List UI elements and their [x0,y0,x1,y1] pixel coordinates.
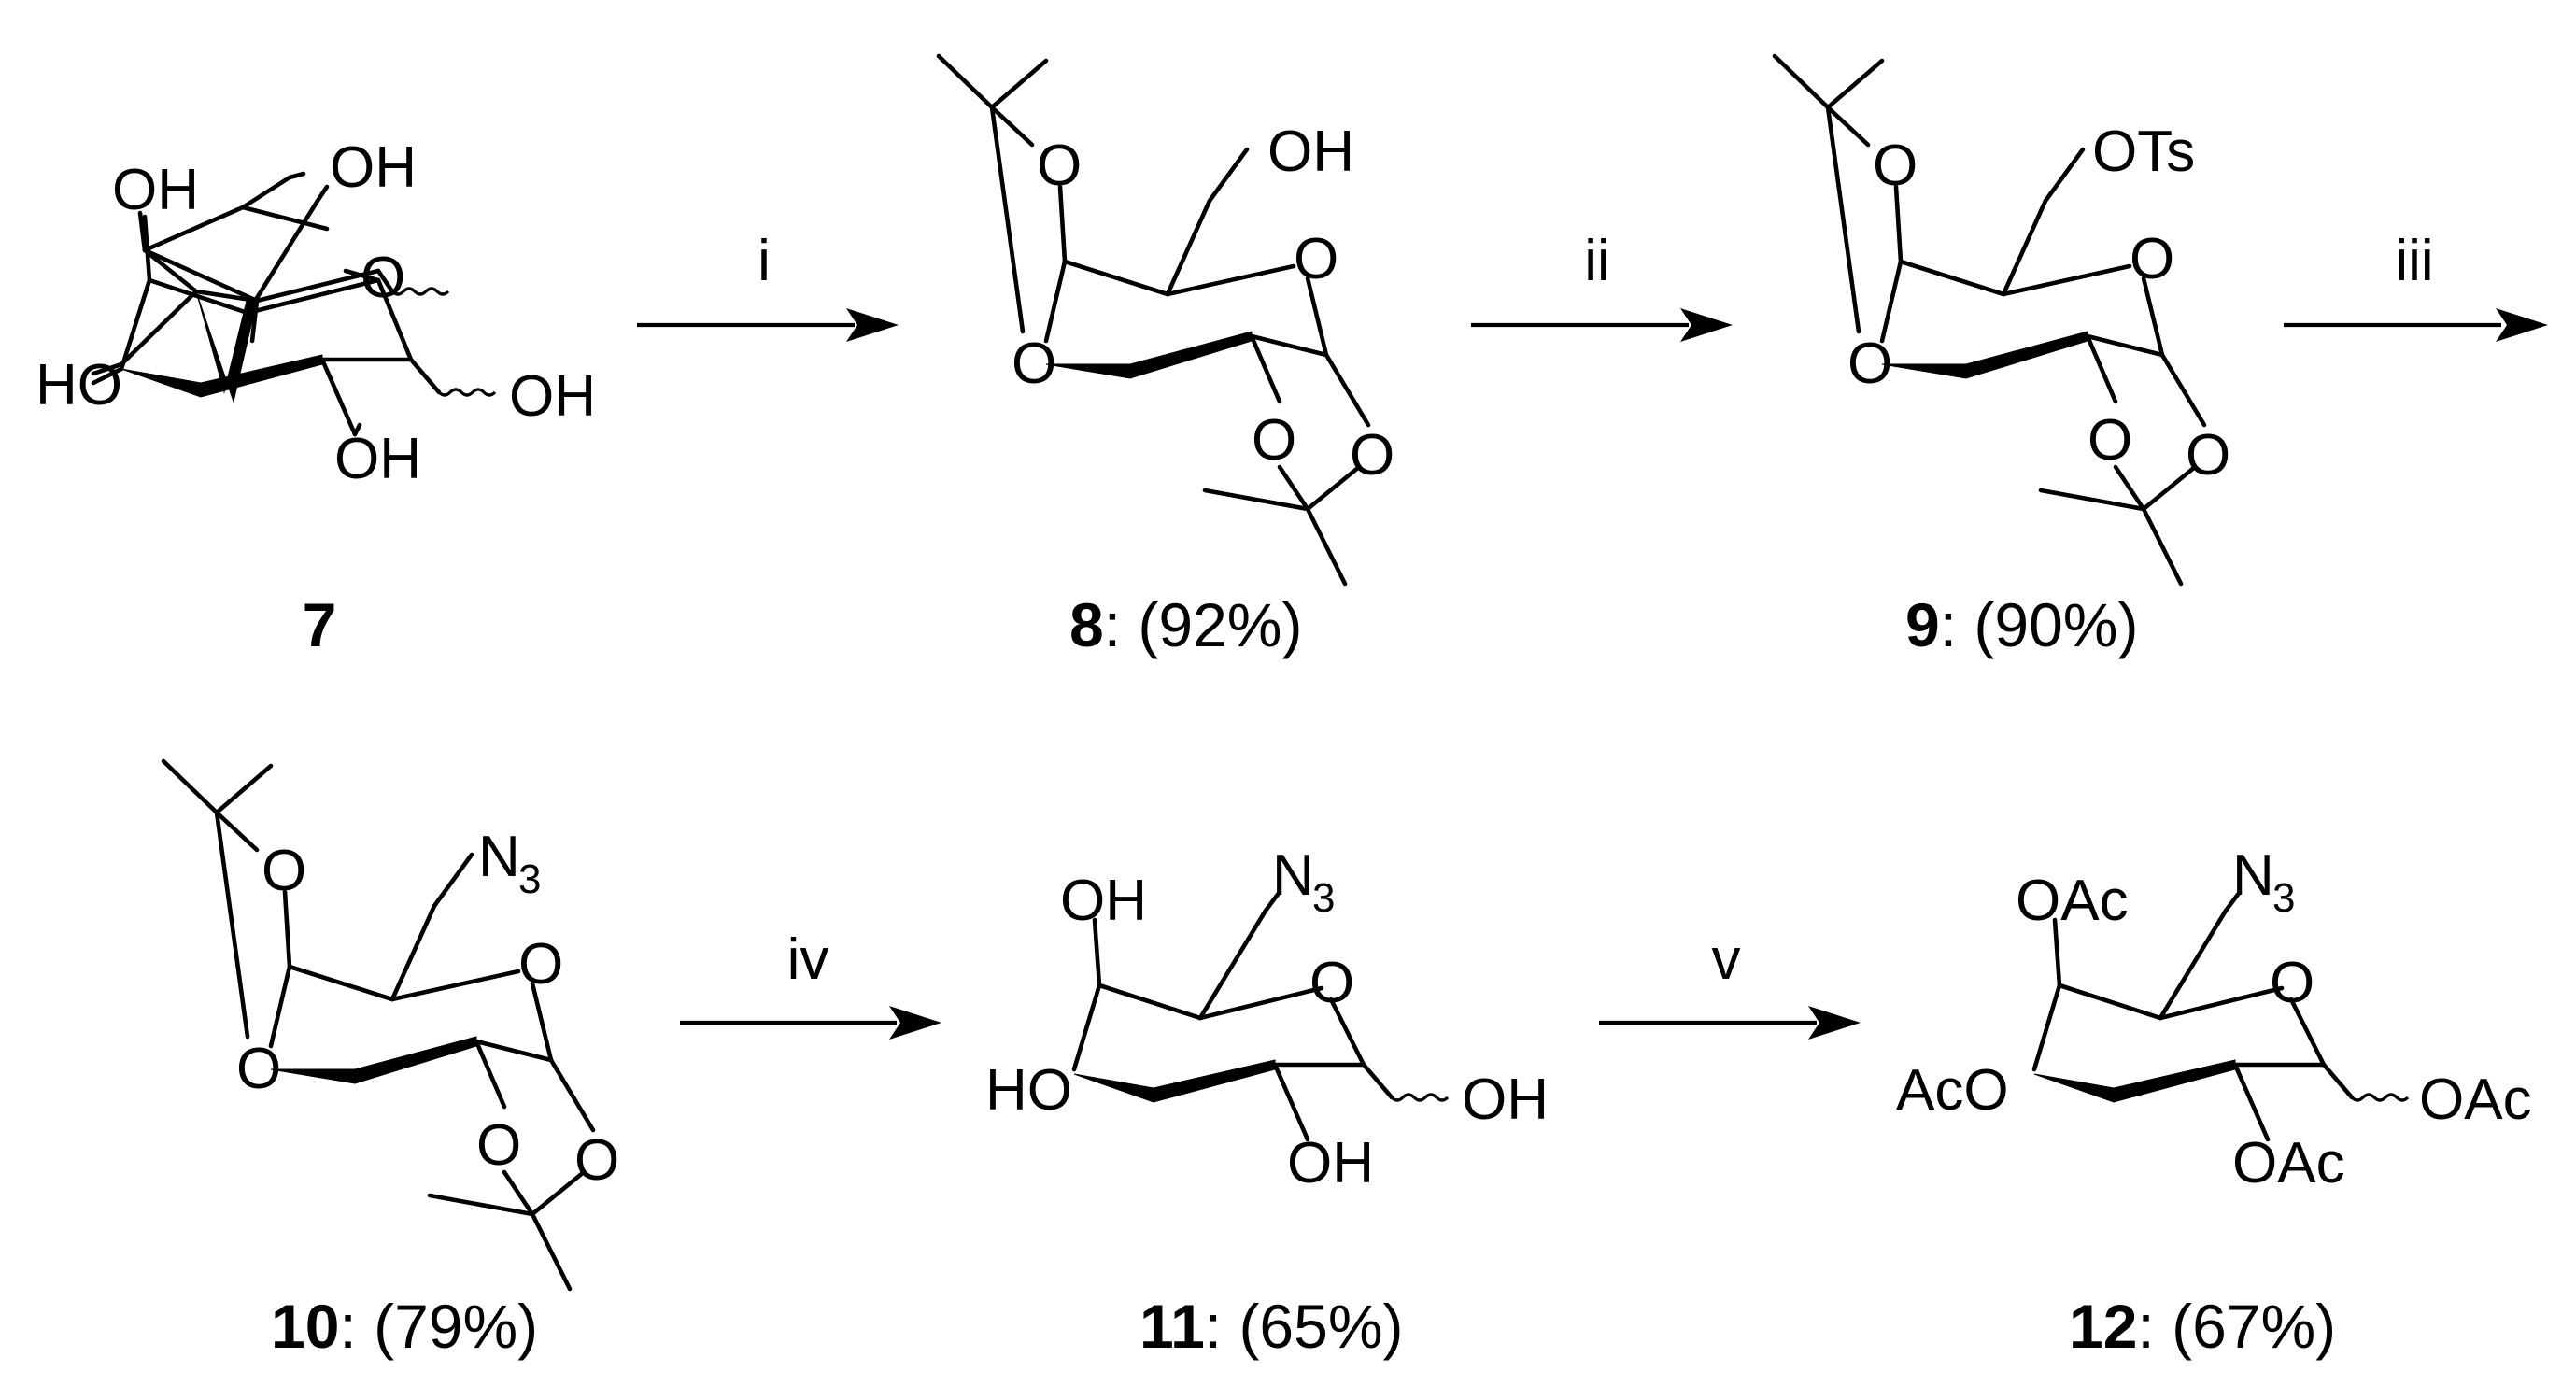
caption-compound-9: 9: (90%) [1905,590,2138,659]
reaction-arrow-iv: iv [680,927,941,1040]
atom-label: AcO [1896,1058,2009,1123]
atom-label: OH [330,135,417,200]
compound-number: 9 [1905,590,1940,659]
atom-label: O [236,1037,281,1101]
compound-yield: : (92%) [1104,590,1303,659]
caption-compound-10: 10: (79%) [271,1292,538,1361]
compound-9-labels: OTs O O O O O [1847,120,2230,488]
atom-label: 3 [1312,875,1335,921]
caption-compound-8: 8: (92%) [1069,590,1302,659]
atom-label: 3 [518,856,541,902]
wavy-bond [390,287,450,296]
atom-label: O [1037,134,1082,198]
atom-label: HO [985,1058,1072,1123]
caption-compound-12: 12: (67%) [2069,1292,2336,1361]
atom-label: O [2186,423,2230,488]
compound-8: OH O O O O O [936,53,1394,587]
atom-label: OH [1287,1131,1374,1195]
compound-yield: : (65%) [1205,1292,1404,1361]
compound-10: N 3 O O O O O [161,758,619,1292]
compound-11-labels: OH N 3 O HO OH OH [985,843,1549,1195]
atom-label: O [1847,332,1892,396]
reagent-label-ii: ii [1584,229,1610,293]
atom-label: O [1873,134,1918,198]
reagent-label-iii: iii [2395,229,2433,293]
compound-9-skeleton [1772,53,2207,587]
atom-label: OH [1462,1068,1549,1132]
atom-label: O [1252,408,1296,473]
compound-yield: : (79%) [339,1292,538,1361]
compound-number: 7 [303,590,337,659]
compound-11-skeleton [1071,889,1450,1142]
compound-yield: : (67%) [2137,1292,2336,1361]
atom-label: OAc [2419,1068,2532,1132]
atom-label: N [2232,843,2274,908]
atom-label: O [574,1128,619,1193]
atom-label: OH [334,427,421,491]
atom-label: OH [112,158,199,222]
compound-10-skeleton [161,758,596,1292]
compound-7-skeleton [91,184,497,437]
atom-label: OH [1267,120,1354,184]
compound-12: OAc N 3 O AcO OAc OAc [1896,843,2532,1195]
compound-10-labels: N 3 O O O O O [236,825,619,1193]
compound-number: 12 [2069,1292,2137,1361]
caption-compound-7: 7 [303,590,337,659]
atom-label: OTs [2092,120,2195,184]
atom-label: O [1350,423,1394,488]
atom-label: O [1309,951,1354,1015]
compound-11: OH N 3 O HO OH OH [985,843,1549,1195]
reagent-label-iv: iv [787,927,829,992]
reaction-arrow-iii: iii [2284,229,2548,342]
atom-label: HO [35,353,122,417]
atom-label: O [2088,408,2132,473]
compound-yield: : (90%) [1940,590,2139,659]
compound-12-labels: OAc N 3 O AcO OAc OAc [1896,843,2532,1195]
atom-label: OAc [2016,869,2129,933]
atom-label: OH [1060,869,1147,933]
atom-label: 3 [2272,875,2295,921]
atom-label: N [1272,843,1314,908]
compound-number: 8 [1069,590,1104,659]
atom-label: O [1012,332,1056,396]
reaction-arrow-v: v [1599,927,1861,1040]
compound-9: OTs O O O O O [1772,53,2230,587]
reaction-arrow-i: i [637,229,899,342]
atom-label: N [478,825,520,889]
reagent-label-i: i [757,229,771,293]
atom-label: O [2270,951,2314,1015]
caption-compound-11: 11: (65%) [1139,1292,1404,1361]
compound-7-labels: OH OH O HO OH OH [35,135,596,491]
compound-12-skeleton [2031,889,2410,1142]
atom-label: O [2130,227,2174,291]
atom-label: OAc [2232,1131,2345,1195]
reaction-arrow-ii: ii [1471,229,1733,342]
compound-number: 10 [271,1292,339,1361]
atom-label: O [262,839,306,903]
atom-label: O [518,932,563,997]
atom-label: O [1294,227,1338,291]
compound-8-skeleton [936,53,1371,587]
atom-label: O [476,1113,521,1178]
reagent-label-v: v [1712,927,1741,992]
atom-label: OH [509,364,596,429]
compound-8-labels: OH O O O O O [1012,120,1394,488]
compound-number: 11 [1139,1292,1205,1361]
